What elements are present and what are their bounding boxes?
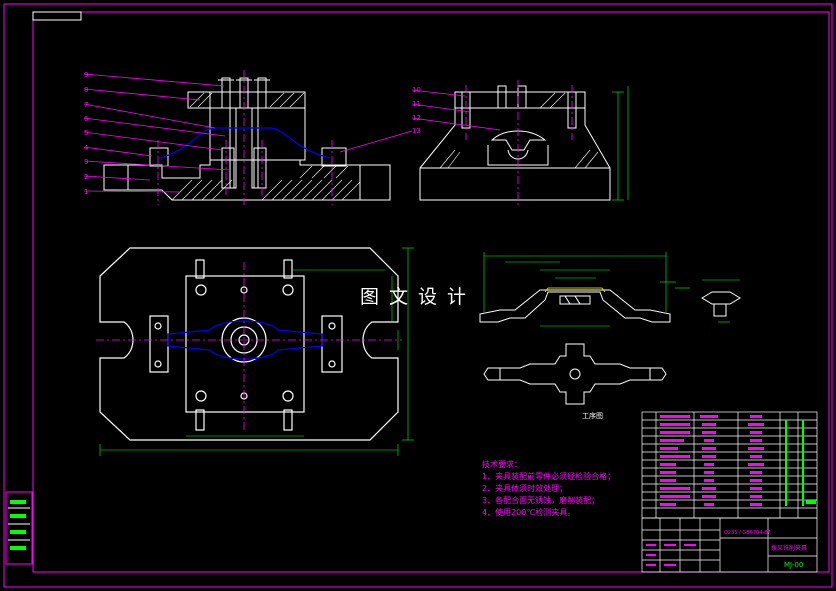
callout-2: 2 (84, 173, 88, 181)
callout-5: 5 (84, 129, 88, 137)
tech-req-item: 3、各配合面无锈蚀，磨削装配； (482, 495, 599, 505)
side-leaders (339, 89, 501, 153)
tech-req-item: 4、使用200℃检测夹具。 (482, 507, 575, 517)
watermark-text: 图文设计 (360, 286, 476, 308)
callout-8: 8 (84, 86, 88, 94)
title-block-name: 拨叉铣削夹具 (771, 544, 807, 552)
workpiece-caption: 工序图 (582, 411, 603, 420)
technical-requirements: 技术要求： 1、夹具装配前零件必须经检验合格； 2、夹具体须时效处理； 3、各配… (482, 459, 615, 517)
callout-6: 6 (84, 115, 89, 123)
base-hatch (171, 165, 361, 201)
tech-req-title: 技术要求： (482, 459, 522, 469)
plan-dimensions (99, 247, 414, 456)
title-block (641, 517, 818, 573)
drawing-code-box (32, 11, 82, 21)
bom-text-marks (660, 415, 764, 506)
plan-centerlines (96, 262, 402, 432)
title-block-drawing-no: MJ-00 (784, 561, 803, 569)
outer-border (3, 3, 833, 588)
workpiece-dimensions (483, 252, 690, 327)
tech-req-item: 2、夹具体须时效处理； (482, 483, 567, 493)
callout-11: 11 (412, 100, 421, 108)
callout-12: 12 (412, 114, 421, 122)
workpiece-tolerance (544, 287, 606, 293)
plan-workpiece-hidden (167, 320, 323, 360)
workpiece-side (701, 291, 741, 317)
callout-10: 10 (412, 86, 421, 94)
layer-icon[interactable] (10, 514, 26, 518)
workpiece-plan (483, 343, 667, 405)
layer-icon[interactable] (10, 500, 26, 504)
side-centerlines (465, 80, 573, 205)
workpiece-elevation (479, 289, 671, 323)
side-callouts: 10 11 12 13 (412, 86, 421, 135)
callout-13: 13 (412, 127, 421, 135)
layer-icon[interactable] (10, 546, 26, 550)
plan-view (99, 247, 399, 441)
bill-of-materials (641, 411, 818, 519)
inner-border (32, 11, 830, 573)
front-centerlines (157, 70, 333, 205)
front-leaders (83, 73, 231, 193)
front-workpiece-hidden (159, 127, 331, 159)
callout-3: 3 (84, 158, 88, 166)
bom-qty-marks (785, 420, 816, 506)
side-view (419, 85, 611, 201)
title-block-material: Q235 / GB6704-87 (724, 530, 771, 536)
workpiece-side-dims (702, 279, 740, 323)
layer-icon[interactable] (10, 530, 26, 534)
callout-7: 7 (84, 101, 88, 109)
callout-9: 9 (84, 71, 88, 79)
title-block-marks (646, 544, 696, 566)
front-callouts: 9 8 7 6 5 4 3 2 1 (84, 71, 89, 196)
front-section-view (103, 77, 391, 201)
side-dimensions (612, 86, 629, 201)
callout-4: 4 (84, 144, 89, 152)
callout-1: 1 (84, 188, 88, 196)
tech-req-item: 1、夹具装配前零件必须经检验合格； (482, 471, 615, 481)
left-tab-strip (5, 491, 33, 565)
